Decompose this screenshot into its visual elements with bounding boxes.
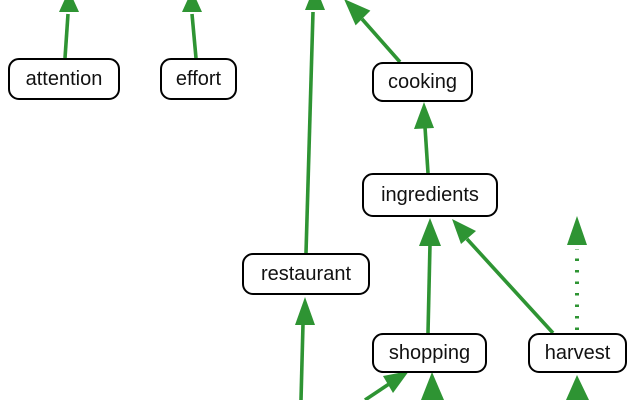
node-cooking[interactable]: cooking bbox=[372, 62, 473, 102]
edge-bottom-shopping bbox=[421, 372, 444, 400]
node-shopping-label: shopping bbox=[388, 341, 471, 364]
edge-effort-up bbox=[182, 0, 202, 59]
node-shopping[interactable]: shopping bbox=[372, 333, 487, 373]
edge-attention-up bbox=[59, 0, 79, 59]
node-harvest[interactable]: harvest bbox=[528, 333, 627, 373]
node-effort[interactable]: effort bbox=[160, 58, 237, 100]
node-ingredients[interactable]: ingredients bbox=[362, 173, 498, 217]
edge-bottom-restaurant bbox=[295, 297, 315, 400]
edge-bottom-harvest bbox=[566, 375, 589, 400]
node-effort-label: effort bbox=[175, 67, 222, 90]
edge-bottomleft-shopping bbox=[364, 371, 409, 400]
node-restaurant[interactable]: restaurant bbox=[242, 253, 370, 295]
node-attention-label: attention bbox=[25, 67, 103, 90]
node-harvest-label: harvest bbox=[544, 341, 611, 364]
edge-restaurant-up bbox=[304, 0, 325, 254]
edge-shopping-ingredients bbox=[419, 218, 441, 334]
edge-harvest-dotted-up bbox=[567, 216, 587, 330]
edge-cooking-up bbox=[344, 0, 402, 64]
node-restaurant-label: restaurant bbox=[260, 262, 352, 285]
edge-harvest-ingredients bbox=[452, 219, 555, 335]
edge-ingredients-cooking bbox=[414, 102, 434, 174]
node-ingredients-label: ingredients bbox=[381, 183, 479, 206]
node-attention[interactable]: attention bbox=[8, 58, 120, 100]
node-cooking-label: cooking bbox=[388, 70, 457, 93]
